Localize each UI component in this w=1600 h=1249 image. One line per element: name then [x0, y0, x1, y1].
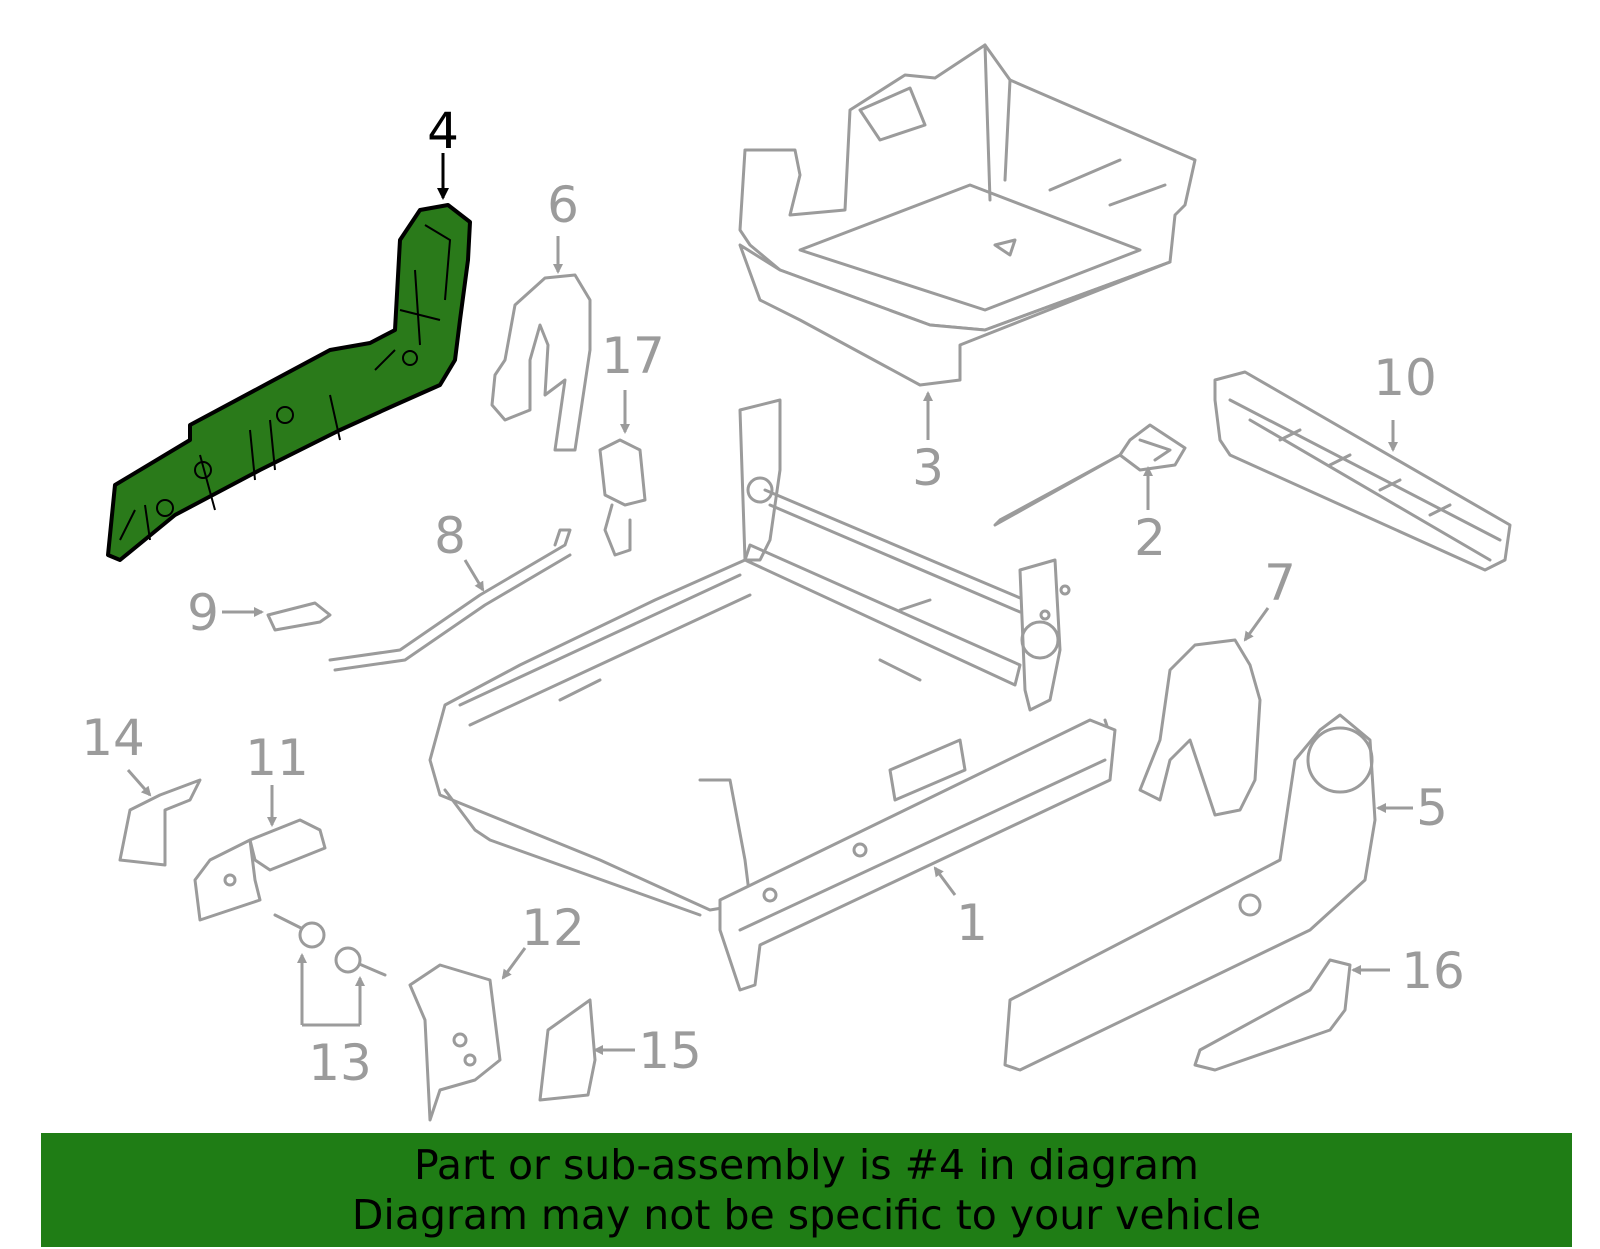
callout-5: 5 — [1416, 779, 1448, 837]
info-banner: Part or sub-assembly is #4 in diagram Di… — [41, 1133, 1572, 1247]
callout-13: 13 — [308, 1034, 372, 1092]
callout-15: 15 — [638, 1022, 702, 1080]
callout-2: 2 — [1134, 509, 1166, 567]
banner-line-1: Part or sub-assembly is #4 in diagram — [414, 1141, 1199, 1189]
callout-6: 6 — [547, 176, 579, 234]
part-5-side-shield — [1003, 713, 1377, 1072]
callout-4: 4 — [427, 102, 459, 160]
callout-17: 17 — [601, 327, 665, 385]
part-1-seat-frame — [428, 398, 1117, 992]
leader-lines — [126, 153, 1413, 1055]
part-16-handle — [1193, 958, 1352, 1072]
callout-12: 12 — [521, 899, 585, 957]
part-15-panel — [538, 998, 597, 1102]
banner-line-2: Diagram may not be specific to your vehi… — [351, 1191, 1262, 1239]
part-10-rail — [1213, 370, 1512, 572]
callout-8: 8 — [434, 507, 466, 565]
callout-11: 11 — [245, 729, 309, 787]
callout-9: 9 — [187, 584, 219, 642]
callout-numbers: 4 6 17 3 2 10 8 9 7 5 1 14 11 12 13 15 1… — [81, 102, 1465, 1092]
callout-7: 7 — [1264, 554, 1296, 612]
part-13-bolts — [273, 913, 387, 977]
part-17-belt-buckle — [598, 438, 647, 557]
part-11-bracket — [193, 818, 327, 922]
part-4-side-shield-highlighted — [106, 203, 472, 562]
part-9-clip — [266, 601, 332, 632]
callout-14: 14 — [81, 709, 145, 767]
part-8-cable — [328, 528, 572, 672]
part-6-hinge-cover — [490, 273, 592, 452]
callout-1: 1 — [956, 894, 988, 952]
part-2-strap — [993, 423, 1187, 527]
callout-3: 3 — [912, 439, 944, 497]
callout-16: 16 — [1401, 942, 1465, 1000]
part-12-trim — [408, 963, 502, 1122]
part-14-bracket — [118, 778, 202, 867]
part-7-hinge-cover — [1138, 638, 1262, 817]
callout-10: 10 — [1373, 349, 1437, 407]
part-3-seat-cushion-pan — [738, 43, 1197, 387]
